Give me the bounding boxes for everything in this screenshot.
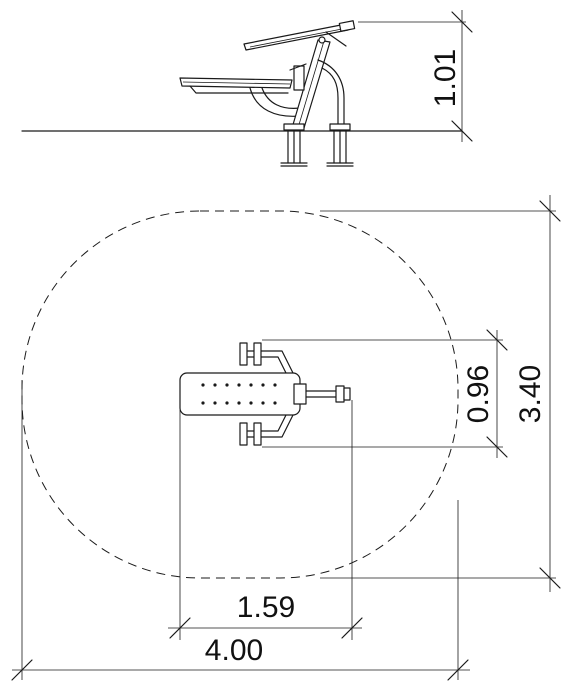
seat-perforation (201, 401, 205, 405)
elevation-rear-frame (317, 59, 345, 129)
safety-zone-outline (21, 210, 459, 579)
dimension-label-0-96: 0.96 (462, 365, 495, 423)
side-elevation: 1.01 (21, 10, 473, 167)
elevation-foundations (280, 123, 354, 167)
dimension-plan-equipment-length: 1.59 (168, 400, 363, 640)
dimension-elevation-height: 1.01 (358, 10, 473, 142)
dimension-plan-equipment-width: 0.96 (262, 329, 508, 458)
seat-perforation (273, 401, 277, 405)
plan-hub (293, 383, 307, 405)
seat-perforation (225, 383, 229, 387)
seat-perforation (237, 383, 241, 387)
dimension-label-1-59: 1.59 (237, 591, 295, 624)
seat-perforation (201, 383, 205, 387)
dimension-plan-overall-width: 4.00 (11, 380, 470, 681)
seat-perforation (261, 401, 265, 405)
plan-upright (239, 342, 248, 366)
dimension-label-4-00: 4.00 (205, 634, 263, 667)
dimension-label-1-01: 1.01 (429, 49, 462, 107)
seat-perforation (249, 401, 253, 405)
seat-perforation (213, 401, 217, 405)
dimension-label-3-40: 3.40 (514, 365, 547, 423)
plan-seat-pad (179, 372, 301, 416)
seat-perforation (237, 401, 241, 405)
seat-perforation (261, 383, 265, 387)
elevation-lever-arm (243, 20, 356, 51)
seat-perforation (225, 401, 229, 405)
elevation-bracket (293, 65, 305, 91)
seat-perforation (273, 383, 277, 387)
plan-view: 0.96 3.40 1.59 4.00 (11, 195, 561, 681)
dimension-plan-overall-height: 3.40 (320, 195, 561, 592)
elevation-curved-support (249, 87, 301, 117)
seat-perforation (213, 383, 217, 387)
elevation-seat (179, 77, 293, 94)
seat-perforation (249, 383, 253, 387)
plan-seat-perforations (201, 383, 277, 405)
plan-equipment (179, 342, 351, 446)
